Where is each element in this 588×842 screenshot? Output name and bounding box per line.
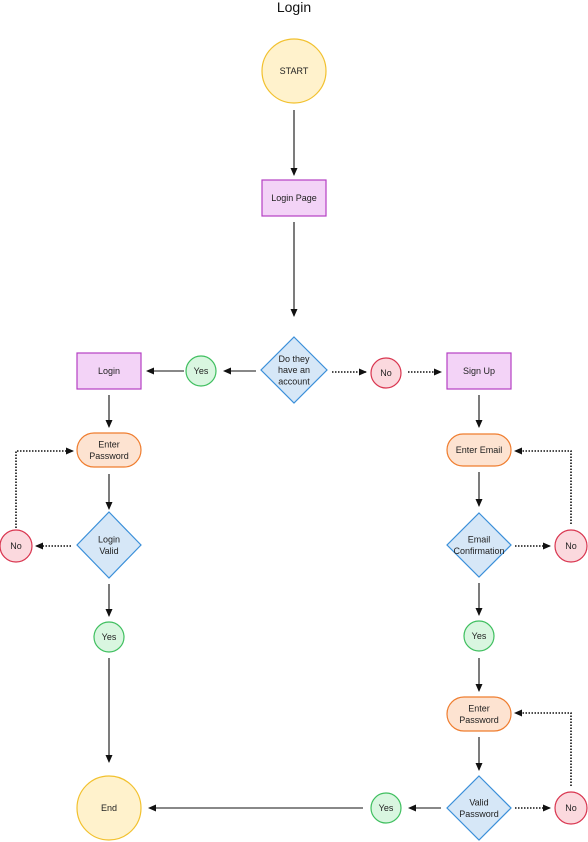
end-label: End bbox=[101, 803, 117, 813]
enter-password-right-label: Password bbox=[459, 715, 499, 725]
node-yes-password: Yes bbox=[370, 792, 402, 824]
email-confirmation-label: Confirmation bbox=[453, 546, 504, 556]
no-account-shape bbox=[370, 357, 402, 389]
node-no-email: No bbox=[554, 529, 588, 563]
valid-password-label: Password bbox=[459, 809, 499, 819]
flowchart-connectors bbox=[15, 110, 572, 812]
diagram-title: Login bbox=[277, 0, 311, 15]
login-valid-shape bbox=[76, 511, 142, 579]
node-yes-account: Yes bbox=[185, 355, 217, 387]
yes-login-label: Yes bbox=[102, 632, 117, 642]
no-login-shape bbox=[0, 529, 33, 563]
has-account-label: Do they bbox=[278, 354, 310, 364]
node-yes-login: Yes bbox=[93, 621, 125, 653]
node-no-account: No bbox=[370, 357, 402, 389]
enter-password-left-shape bbox=[76, 432, 142, 468]
enter-email-label: Enter Email bbox=[456, 445, 503, 455]
end-shape bbox=[76, 775, 142, 841]
yes-password-label: Yes bbox=[379, 803, 394, 813]
node-login: Login bbox=[76, 352, 142, 390]
yes-email-label: Yes bbox=[472, 631, 487, 641]
login-page-label: Login Page bbox=[271, 193, 317, 203]
email-confirmation-shape bbox=[446, 512, 512, 578]
login-page-shape bbox=[261, 179, 327, 217]
login-label: Login bbox=[98, 366, 120, 376]
valid-password-label: Valid bbox=[469, 798, 488, 808]
enter-password-right-shape bbox=[446, 696, 512, 732]
start-label: START bbox=[280, 66, 309, 76]
enter-email-shape bbox=[446, 433, 512, 467]
yes-account-shape bbox=[185, 355, 217, 387]
yes-login-shape bbox=[93, 621, 125, 653]
yes-password-shape bbox=[370, 792, 402, 824]
node-no-login: No bbox=[0, 529, 33, 563]
edge-no-to-enter-password bbox=[15, 447, 74, 528]
login-shape bbox=[76, 352, 142, 390]
no-email-label: No bbox=[565, 541, 577, 551]
start-shape bbox=[261, 38, 327, 104]
sign-up-shape bbox=[446, 352, 512, 390]
login-valid-label: Login bbox=[98, 535, 120, 545]
sign-up-label: Sign Up bbox=[463, 366, 495, 376]
enter-password-left-label: Enter bbox=[98, 440, 120, 450]
login-valid-label: Valid bbox=[99, 546, 118, 556]
node-sign-up: Sign Up bbox=[446, 352, 512, 390]
yes-email-shape bbox=[463, 620, 495, 652]
edge-no-to-enter-email bbox=[514, 447, 572, 524]
has-account-label: have an bbox=[278, 365, 310, 375]
node-start: START bbox=[261, 38, 327, 104]
no-email-shape bbox=[554, 529, 588, 563]
node-enter-email: Enter Email bbox=[446, 433, 512, 467]
node-yes-email: Yes bbox=[463, 620, 495, 652]
no-login-label: No bbox=[10, 541, 22, 551]
has-account-label: account bbox=[278, 376, 310, 386]
node-end: End bbox=[76, 775, 142, 841]
edge-no-to-enter-password-right bbox=[514, 709, 572, 786]
enter-password-left-label: Password bbox=[89, 451, 129, 461]
enter-password-right-label: Enter bbox=[468, 704, 490, 714]
email-confirmation-label: Email bbox=[468, 535, 491, 545]
no-password-label: No bbox=[565, 803, 577, 813]
no-account-label: No bbox=[380, 368, 392, 378]
node-login-page: Login Page bbox=[261, 179, 327, 217]
has-account-shape bbox=[260, 336, 328, 404]
node-no-password: No bbox=[554, 791, 588, 825]
valid-password-shape bbox=[446, 775, 512, 841]
no-password-shape bbox=[554, 791, 588, 825]
yes-account-label: Yes bbox=[194, 366, 209, 376]
